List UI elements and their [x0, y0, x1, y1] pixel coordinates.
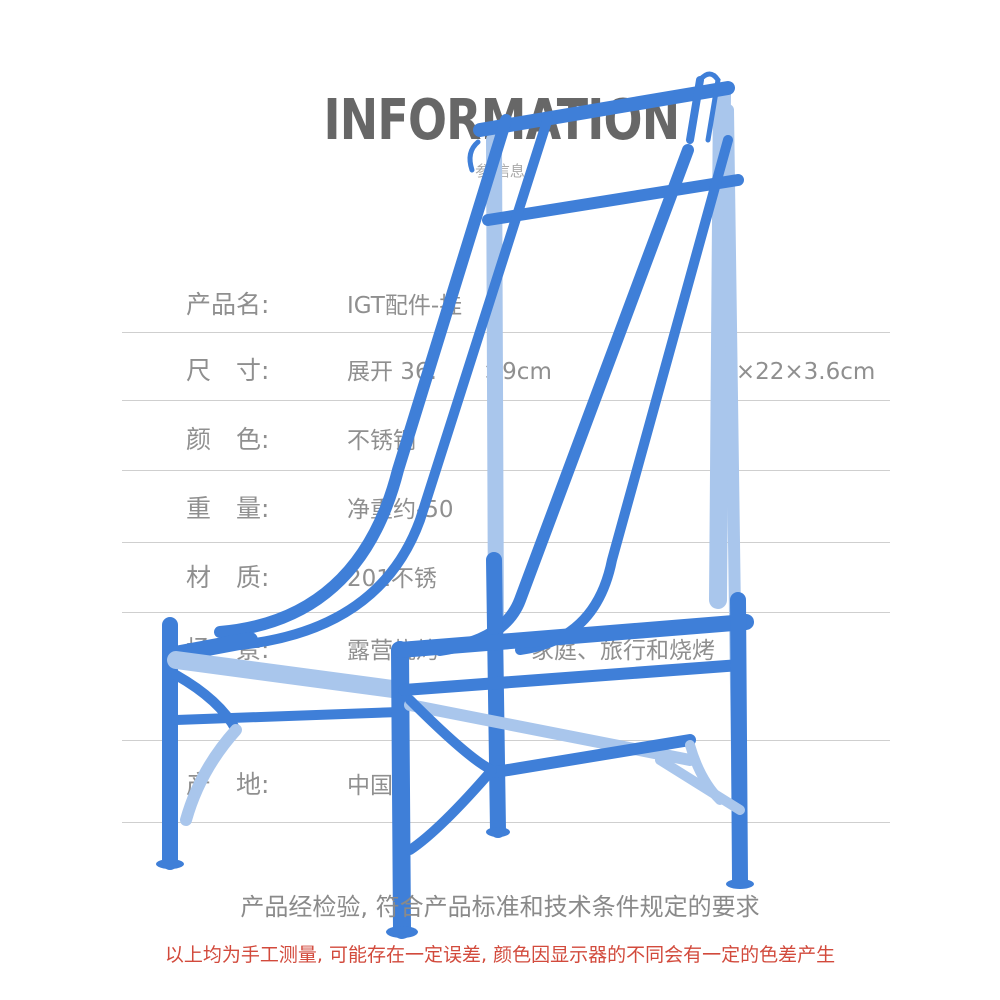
- spec-row-size: 尺 寸: 展开 36. ×9cm ×22×3.6cm: [122, 349, 890, 389]
- spec-value: 展开 36. ×9cm ×22×3.6cm: [347, 359, 876, 385]
- spec-label: 场 景:: [186, 635, 270, 664]
- divider: [122, 400, 890, 401]
- spec-value: IGT配件-挂: [347, 293, 463, 319]
- divider: [122, 332, 890, 333]
- spec-row-origin: 产 地: 中国: [122, 763, 890, 803]
- divider: [122, 822, 890, 823]
- spec-value: 中国: [347, 773, 393, 799]
- spec-value: 不锈钢: [347, 428, 416, 454]
- spec-value: 201不锈: [347, 566, 437, 592]
- spec-label: 尺 寸:: [186, 356, 270, 385]
- divider: [122, 542, 890, 543]
- spec-row-material: 材 质: 201不锈: [122, 556, 890, 596]
- spec-row-weight: 重 量: 净重约-50: [122, 487, 890, 527]
- spec-label: 颜 色:: [186, 425, 270, 454]
- spec-row-name: 产品名: IGT配件-挂: [122, 283, 890, 323]
- disclaimer-note: 以上均为手工测量, 可能存在一定误差, 颜色因显示器的不同会有一定的色差产生: [164, 944, 836, 966]
- spec-value: 露营烧烤 家庭、旅行和烧烤: [347, 638, 715, 664]
- spec-label: 材 质:: [186, 563, 270, 592]
- spec-label: 重 量:: [186, 494, 270, 523]
- spec-row-scene: 场 景: 露营烧烤 家庭、旅行和烧烤: [122, 628, 890, 668]
- spec-label: 产 地:: [186, 770, 270, 799]
- spec-value: 净重约-50: [347, 497, 454, 523]
- spec-row-color: 颜 色: 不锈钢: [122, 418, 890, 458]
- quality-note: 产品经检验, 符合产品标准和技术条件规定的要求: [240, 893, 760, 921]
- spec-label: 产品名:: [186, 290, 270, 319]
- divider: [122, 612, 890, 613]
- divider: [122, 470, 890, 471]
- divider: [122, 740, 890, 741]
